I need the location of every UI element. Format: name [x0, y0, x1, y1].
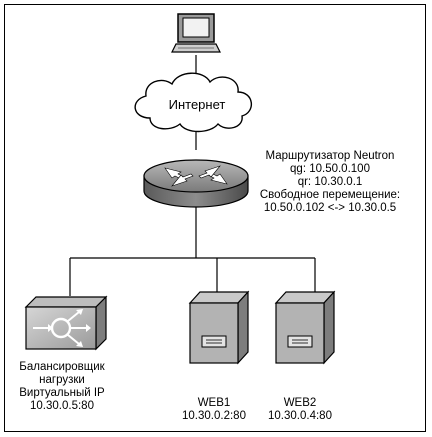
router-qr: qr: 10.30.0.1 — [297, 176, 363, 188]
virtual-ip-label: Виртуальный IP — [19, 387, 105, 399]
internet-cloud-icon — [134, 72, 252, 133]
router-floating-label: Свободное перемещение: — [259, 189, 401, 201]
web2-server-icon — [274, 290, 336, 365]
router-floating-mapping: 10.50.0.102 <-> 10.30.0.5 — [263, 202, 397, 214]
load-balancer-subtitle: нагрузки — [39, 374, 85, 386]
router-qg: qg: 10.50.0.100 — [290, 163, 370, 175]
computer-icon — [171, 13, 221, 53]
diagram-border — [4, 4, 426, 432]
web2-description: WEB2 10.30.0.4:80 — [258, 397, 342, 423]
load-balancer-title: Балансировщик — [19, 361, 105, 373]
router-description: Маршрутизатор Neutron qg: 10.50.0.100 qr… — [250, 150, 410, 215]
virtual-ip-address: 10.30.0.5:80 — [30, 400, 94, 412]
web1-description: WEB1 10.30.0.2:80 — [172, 397, 256, 423]
router-name: Маршрутизатор Neutron — [265, 150, 395, 162]
web1-server-icon — [188, 290, 250, 365]
web2-address: 10.30.0.4:80 — [268, 410, 332, 422]
router-icon — [143, 159, 249, 208]
web1-address: 10.30.0.2:80 — [182, 410, 246, 422]
load-balancer-icon — [24, 295, 108, 351]
internet-label: Интернет — [168, 97, 226, 112]
web2-name: WEB2 — [283, 397, 317, 409]
web1-name: WEB1 — [197, 397, 231, 409]
load-balancer-description: Балансировщик нагрузки Виртуальный IP 10… — [6, 361, 118, 413]
